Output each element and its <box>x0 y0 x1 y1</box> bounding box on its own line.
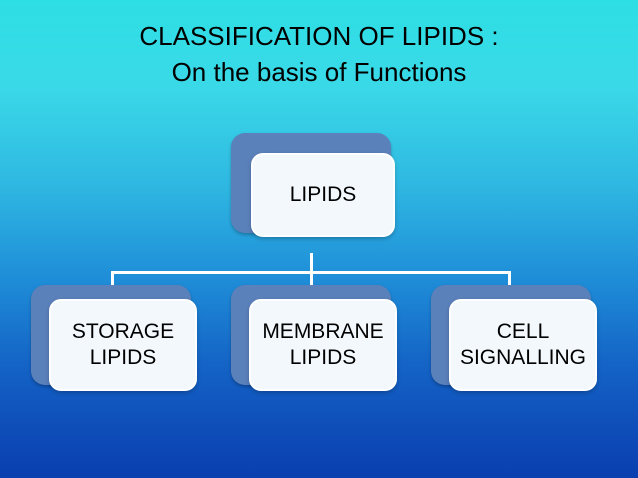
node-panel: MEMBRANE LIPIDS <box>249 299 397 391</box>
node-label: STORAGE LIPIDS <box>71 320 175 369</box>
connector-vertical-storage <box>111 271 114 293</box>
node-label: CELL SIGNALLING <box>459 320 587 369</box>
connector-vertical-root <box>310 253 313 273</box>
node-storage-lipids[interactable]: STORAGE LIPIDS <box>31 285 197 391</box>
title-line-1: CLASSIFICATION OF LIPIDS : <box>139 21 499 51</box>
page-title: CLASSIFICATION OF LIPIDS : On the basis … <box>0 18 638 90</box>
node-panel: CELL SIGNALLING <box>449 299 597 391</box>
node-panel: LIPIDS <box>251 153 395 237</box>
connector-vertical-membrane <box>310 271 313 293</box>
title-line-2: On the basis of Functions <box>171 57 467 87</box>
connector-vertical-cell <box>508 271 511 293</box>
node-label: MEMBRANE LIPIDS <box>262 320 384 369</box>
node-membrane-lipids[interactable]: MEMBRANE LIPIDS <box>231 285 397 391</box>
node-lipids[interactable]: LIPIDS <box>231 133 395 237</box>
node-panel: STORAGE LIPIDS <box>49 299 197 391</box>
node-label: LIPIDS <box>289 183 357 206</box>
node-cell-signalling[interactable]: CELL SIGNALLING <box>431 285 597 391</box>
